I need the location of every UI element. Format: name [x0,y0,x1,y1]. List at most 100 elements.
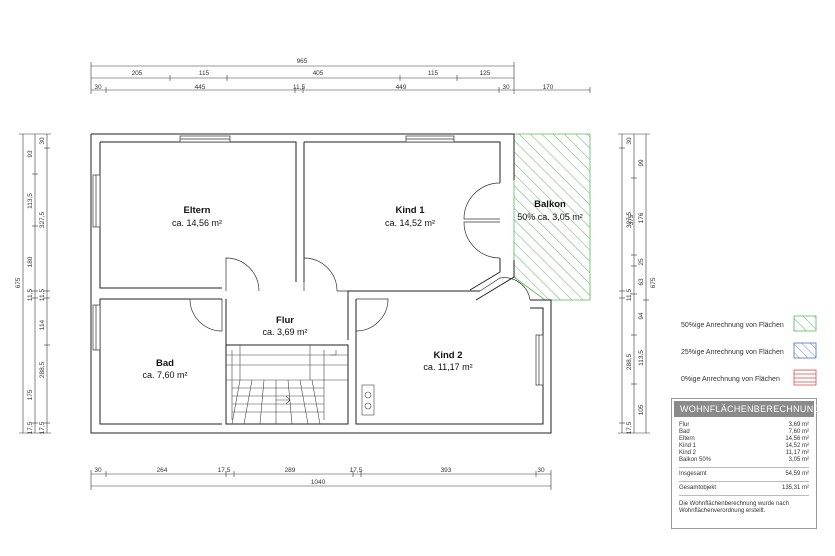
room-flur-area: ca. 3,69 m² [262,327,307,337]
summary-row-label: Eltern [679,436,695,442]
dim-left-c1-4: 11,5 [27,289,34,302]
room-kind2-name: Kind 2 [433,350,462,361]
summary-row-value: 3,05 m² [788,457,809,463]
dim-right-c1-4: 288,5 [626,353,633,370]
legend-swatch-25 [793,342,817,359]
summary-row-label: Flur [679,422,690,428]
dim-bottom-4: 289 [285,467,296,474]
summary-title: WOHNFLÄCHENBERECHNUNG [674,401,821,417]
summary-row-label: Bad [679,429,690,435]
dim-bottom-total: 1040 [311,479,326,486]
dim-top-total: 965 [297,58,308,65]
right-dimensions [618,133,650,434]
summary-row-label: Kind 2 [679,450,697,456]
room-eltern-area: ca. 14,56 m² [172,218,222,228]
room-kind1-area: ca. 14,52 m² [385,218,435,228]
dim-right-c1-2: 327,5 [626,211,633,228]
summary-row: Balkon 50% 3,05 m² [672,457,816,464]
dim-top-r2-2: 445 [195,84,206,91]
dim-right-c2-2: 176 [638,212,645,223]
dim-right-extra: 375 [628,214,635,225]
bottom-dimensions [90,470,552,490]
dim-right-c2-5: 94 [638,312,645,320]
dim-right-outer: 675 [650,277,657,288]
dim-top-r2-3: 11,5 [293,84,306,91]
top-dimensions [90,62,591,94]
summary-object-label: Gesamtobjekt [679,485,717,491]
dim-left-c2-5: 288,5 [39,361,46,378]
windows [92,135,544,386]
summary-row: Bad 7,60 m² [672,429,816,436]
summary-row: Kind 1 14,52 m² [672,443,816,450]
room-balkon-name: Balkon [534,199,566,210]
summary-divider [679,467,809,468]
room-kind1-name: Kind 1 [395,205,425,216]
summary-row-value: 14,52 m² [785,443,809,449]
dim-bottom-6: 393 [441,467,452,474]
summary-row: Kind 2 11,17 m² [672,450,816,457]
dim-top-r1-3: 405 [313,70,324,77]
dim-top-r1-1: 205 [132,70,143,77]
left-dimensions [19,133,51,434]
dim-bottom-5: 17,5 [350,467,363,474]
balcony-area [513,133,591,301]
legend-label-0: 0%ige Anrechnung von Flächen [681,376,780,383]
room-flur-name: Flur [276,315,294,326]
dim-right-c1-3: 11,5 [626,289,633,302]
dim-bottom-2: 264 [157,467,168,474]
summary-divider [679,481,809,482]
legend-swatch-0 [793,369,817,386]
summary-row-value: 11,17 m² [785,450,809,456]
dim-left-c1-2: 113,5 [27,193,34,209]
dim-right-c1-5: 17,5 [626,421,633,434]
room-eltern-name: Eltern [184,205,211,216]
dim-bottom-7: 30 [537,467,545,474]
dim-top-r1-5: 125 [480,70,491,77]
dim-left-c2-6: 17,5 [39,421,46,434]
summary-object-value: 135,31 m² [781,485,809,491]
summary-row: Eltern 14,56 m² [672,436,816,443]
summary-object-row: Gesamtobjekt 135,31 m² [672,485,816,492]
dim-right-c2-3: 25 [638,258,645,266]
staircase [226,345,375,425]
dim-left-c1-5: 175 [27,389,34,400]
dim-top-r2-5: 30 [502,84,510,91]
doors [189,182,531,332]
legend: 50%ige Anrechnung von Flächen 25%ige Anr… [681,315,817,386]
room-bad-name: Bad [156,358,174,369]
dim-left-c2-4: 114 [39,319,46,330]
summary-total-row: Insgesamt 54,59 m² [672,471,816,478]
dim-top-r2-6: 170 [543,84,554,91]
dim-right-c2-6: 113,5 [638,350,645,366]
dim-right-c2-1: 99 [638,159,645,167]
legend-label-25: 25%ige Anrechnung von Flächen [681,349,784,356]
dim-left-c2-1: 30 [39,137,46,145]
dim-right-c2-7: 105 [638,404,645,415]
dim-left-c2-3: 11,5 [39,289,46,302]
dim-top-r2-4: 449 [396,84,407,91]
summary-note: Die Wohnflächenberechnung wurde nach Woh… [679,501,789,514]
summary-row-value: 14,56 m² [785,436,809,442]
summary-row-label: Kind 1 [679,443,697,449]
room-kind2-area: ca. 11,17 m² [423,362,472,372]
dim-right-c2-4: 63 [638,278,645,286]
walls [90,133,552,434]
room-bad-area: ca. 7,60 m² [142,370,187,380]
legend-swatch-50 [793,315,817,332]
summary-row-label: Balkon 50% [679,457,712,463]
room-balkon-area: 50% ca. 3,05 m² [517,212,583,222]
summary-total-value: 54,59 m² [785,471,809,477]
dim-left-c1-6: 17,5 [27,421,34,434]
dim-left-c1-1: 93 [27,150,34,158]
summary-divider [679,495,809,496]
summary-total-label: Insgesamt [679,471,707,477]
dim-right-c1-1: 30 [626,137,633,145]
dim-top-r2-1: 30 [94,84,102,91]
dim-left-c1-3: 180 [27,256,34,267]
legend-label-50: 50%ige Anrechnung von Flächen [681,322,784,329]
summary-row-value: 7,60 m² [788,429,809,435]
dim-left-c2-2: 327,5 [39,211,46,228]
